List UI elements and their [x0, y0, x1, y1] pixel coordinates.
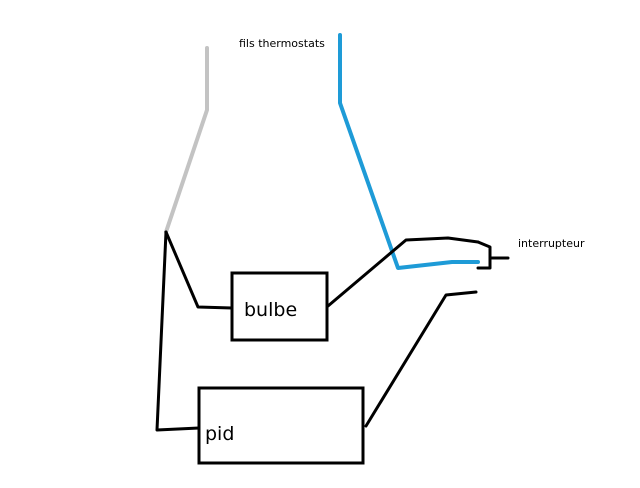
wire-junction-to-bulb — [164, 230, 234, 310]
grey-thermostat-wire — [164, 46, 209, 234]
switch-symbol — [476, 240, 510, 270]
bulb-box-label: bulbe — [244, 299, 297, 321]
pid-box-label: pid — [205, 423, 234, 445]
switch-label: interrupteur — [518, 237, 585, 250]
wire-bulb-to-switch — [326, 236, 480, 308]
bulb-box — [230, 271, 329, 342]
blue-thermostat-wire — [338, 33, 480, 270]
wire-junction-to-pid — [155, 230, 201, 432]
wire-pid-to-switch — [364, 290, 478, 428]
thermostat-wires-label: fils thermostats — [239, 37, 325, 50]
pid-box — [197, 386, 365, 465]
